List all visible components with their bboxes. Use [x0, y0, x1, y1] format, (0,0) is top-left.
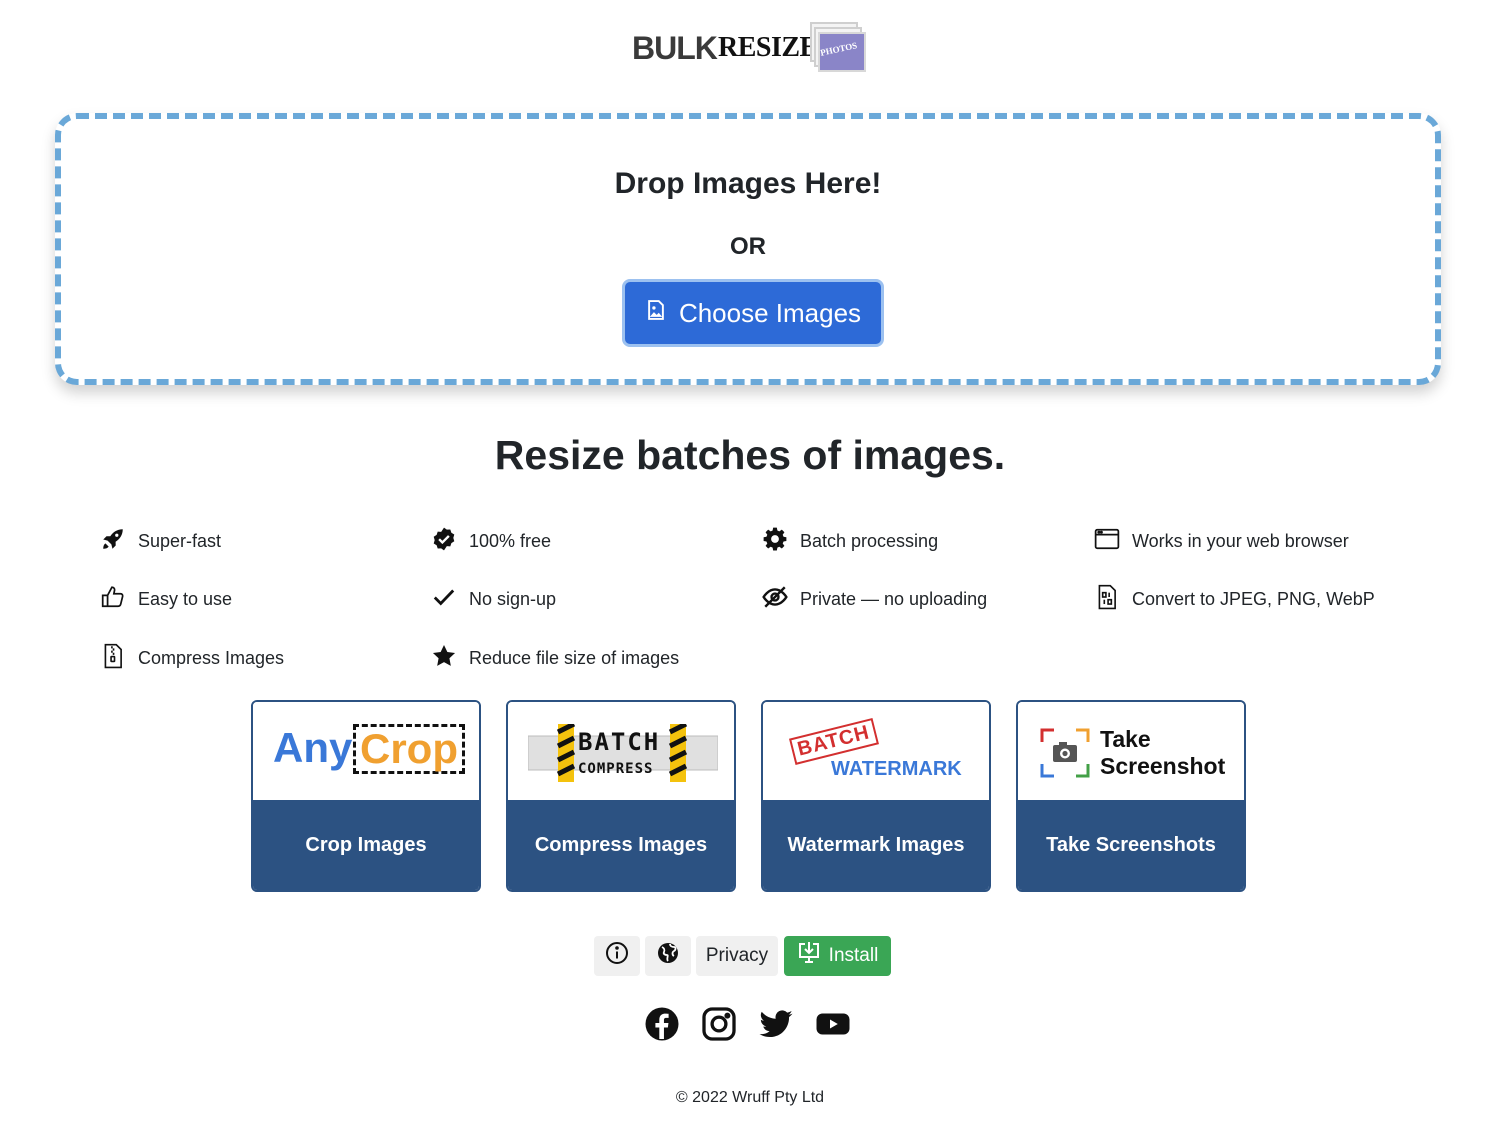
- logo-bulk-text: BULK: [632, 30, 718, 66]
- feature-item: 100% free: [431, 526, 551, 556]
- logo-photo-stack-icon: PHOTOS: [810, 22, 866, 74]
- feature-label: Compress Images: [138, 647, 285, 668]
- page-heading: Resize batches of images.: [494, 432, 1006, 478]
- feature-label: Super-fast: [138, 530, 222, 551]
- instagram-link[interactable]: [701, 1006, 737, 1042]
- feature-item: Works in your web browser: [1094, 526, 1349, 556]
- site-logo[interactable]: BULK RESIZE PHOTOS: [630, 22, 870, 78]
- anycrop-logo: Any Crop: [253, 702, 479, 802]
- feature-item: Private — no uploading: [762, 584, 987, 614]
- twitter-icon: [758, 1010, 794, 1046]
- feature-item: No sign-up: [431, 584, 556, 614]
- browser-window-icon: [1094, 526, 1120, 557]
- privacy-link[interactable]: Privacy: [696, 936, 778, 976]
- watermark-images-label: Watermark Images: [763, 800, 989, 890]
- feature-label: 100% free: [469, 530, 552, 551]
- install-button[interactable]: Install: [784, 936, 891, 976]
- compress-images-card[interactable]: BATCH COMPRESS Compress Images: [506, 700, 736, 892]
- file-binary-icon: [1094, 584, 1120, 615]
- watermark-images-card[interactable]: BATCH WATERMARK Watermark Images: [761, 700, 991, 892]
- crop-images-label: Crop Images: [253, 800, 479, 890]
- batch-compress-batch-text: BATCH: [578, 728, 661, 756]
- batch-compress-compress-text: COMPRESS: [578, 761, 654, 777]
- youtube-icon: [815, 1013, 851, 1046]
- feature-item: Super-fast: [100, 526, 221, 556]
- drop-zone-title: Drop Images Here!: [614, 167, 882, 200]
- info-icon: [605, 941, 629, 971]
- feature-label: No sign-up: [469, 588, 557, 609]
- anycrop-crop-text: Crop: [353, 724, 465, 774]
- take-screenshot-logo: Take Screenshot: [1018, 702, 1244, 802]
- take-screenshots-card[interactable]: Take Screenshot Take Screenshots: [1016, 700, 1246, 892]
- copyright-text: © 2022 Wruff Pty Ltd: [675, 1089, 825, 1106]
- batch-compress-logo: BATCH COMPRESS: [508, 702, 734, 802]
- file-zip-icon: [100, 643, 126, 674]
- gear-icon: [762, 526, 788, 557]
- choose-images-label: Choose Images: [678, 297, 862, 328]
- crop-images-card[interactable]: Any Crop Crop Images: [251, 700, 481, 892]
- eye-slash-icon: [762, 584, 788, 615]
- feature-label: Works in your web browser: [1132, 530, 1349, 551]
- take-screenshot-screenshot-text: Screenshot: [1100, 753, 1226, 779]
- feature-item: Easy to use: [100, 584, 232, 614]
- install-label: Install: [828, 945, 879, 966]
- take-screenshot-take-text: Take: [1100, 726, 1151, 752]
- logo-resize-text: RESIZE: [718, 32, 818, 63]
- feature-label: Convert to JPEG, PNG, WebP: [1132, 588, 1375, 609]
- info-button[interactable]: [594, 936, 640, 976]
- feature-item: Batch processing: [762, 526, 938, 556]
- twitter-link[interactable]: [758, 1006, 794, 1042]
- instagram-icon: [701, 1007, 737, 1046]
- batch-watermark-watermark-text: WATERMARK: [831, 758, 962, 780]
- youtube-link[interactable]: [815, 1006, 851, 1042]
- feature-label: Private — no uploading: [800, 588, 988, 609]
- feature-item: Convert to JPEG, PNG, WebP: [1094, 584, 1375, 614]
- star-icon: [431, 643, 457, 674]
- facebook-icon: [644, 1007, 680, 1046]
- download-monitor-icon: [797, 941, 821, 971]
- badge-check-icon: [431, 526, 457, 557]
- take-screenshots-label: Take Screenshots: [1018, 800, 1244, 890]
- image-drop-zone[interactable]: Drop Images Here! OR Choose Images: [55, 113, 1441, 385]
- anycrop-any-text: Any: [273, 724, 353, 771]
- rocket-icon: [100, 526, 126, 557]
- feature-label: Reduce file size of images: [469, 647, 680, 668]
- facebook-link[interactable]: [644, 1006, 680, 1042]
- feature-item: Compress Images: [100, 643, 284, 673]
- feature-label: Batch processing: [800, 530, 939, 551]
- thumbs-up-icon: [100, 584, 126, 615]
- globe-icon: [656, 941, 680, 971]
- image-file-icon: [645, 298, 667, 329]
- batch-watermark-logo: BATCH WATERMARK: [763, 702, 989, 802]
- compress-images-label: Compress Images: [508, 800, 734, 890]
- checkmark-icon: [431, 584, 457, 615]
- language-button[interactable]: [645, 936, 691, 976]
- choose-images-button[interactable]: Choose Images: [622, 279, 884, 347]
- drop-zone-or: OR: [730, 233, 766, 260]
- feature-item: Reduce file size of images: [431, 643, 679, 673]
- feature-label: Easy to use: [138, 588, 233, 609]
